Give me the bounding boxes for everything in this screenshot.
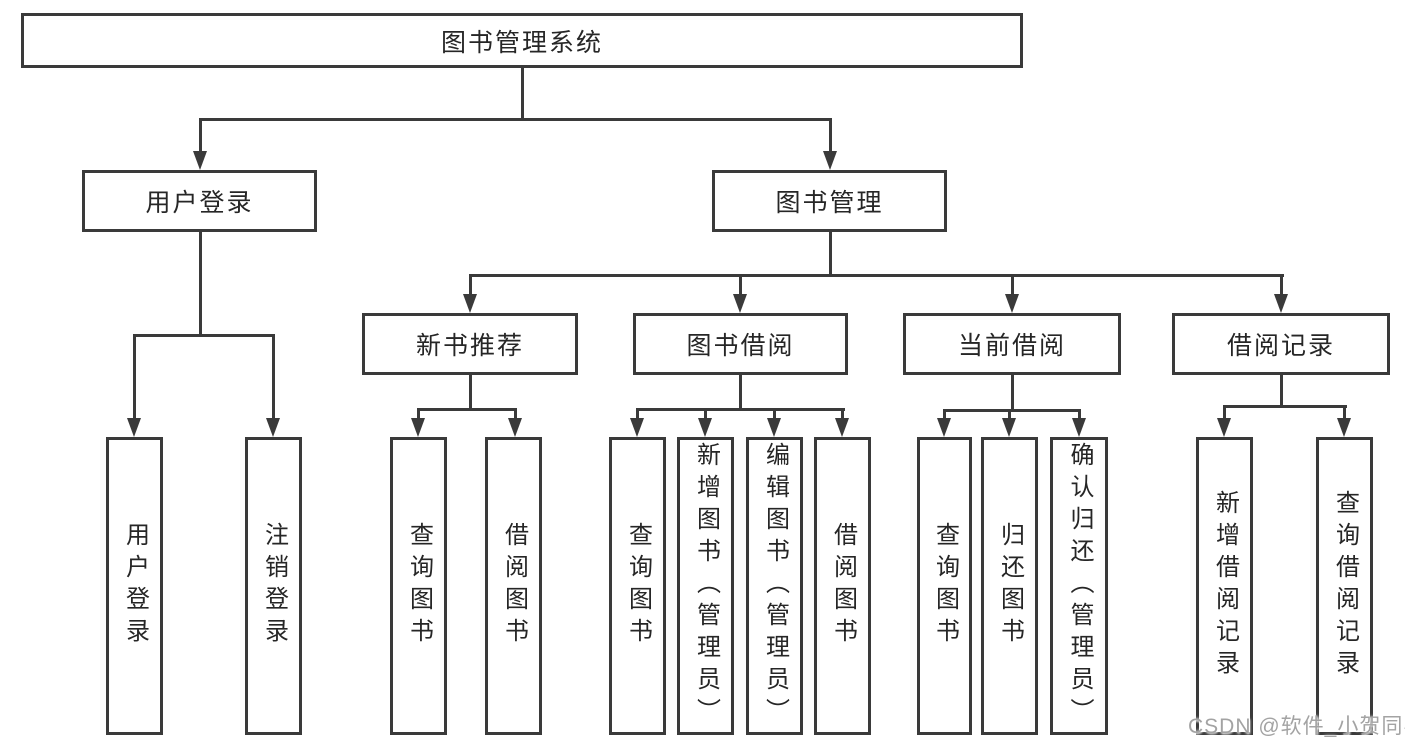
leaf-edit-books-admin: 编辑图书（管理员）: [746, 437, 803, 735]
connector-line: [943, 410, 946, 421]
leaf-label: 查询图书: [624, 522, 652, 650]
connector-line: [199, 118, 832, 121]
connector-line: [469, 375, 472, 409]
leaf-label: 归还图书: [996, 522, 1024, 650]
connector-line: [636, 408, 845, 411]
arrowhead-icon: [463, 294, 477, 313]
arrowhead-icon: [1005, 294, 1019, 313]
leaf-label: 借阅图书: [829, 522, 857, 650]
leaf-query-borrow-record: 查询借阅记录: [1316, 437, 1373, 735]
arrowhead-icon: [1072, 418, 1086, 437]
node-user-login: 用户登录: [82, 170, 317, 232]
arrowhead-icon: [127, 418, 141, 437]
arrowhead-icon: [767, 418, 781, 437]
connector-line: [739, 375, 742, 409]
connector-line: [704, 409, 707, 421]
leaf-query-books-borrowing: 查询图书: [609, 437, 666, 735]
arrowhead-icon: [1274, 294, 1288, 313]
connector-line: [1008, 410, 1011, 421]
connector-line: [1343, 406, 1346, 421]
connector-line: [469, 274, 1284, 277]
leaf-add-borrow-record: 新增借阅记录: [1196, 437, 1253, 735]
connector-line: [417, 409, 420, 421]
node-label: 当前借阅: [957, 332, 1066, 360]
node-borrowing-records: 借阅记录: [1172, 313, 1390, 375]
connector-line: [943, 409, 1081, 412]
node-book-management: 图书管理: [712, 170, 947, 232]
arrowhead-icon: [1217, 418, 1231, 437]
connector-line: [1078, 410, 1081, 421]
leaf-label: 查询图书: [405, 522, 433, 650]
arrowhead-icon: [823, 151, 837, 170]
connector-line: [841, 409, 844, 421]
leaf-query-books-current: 查询图书: [917, 437, 972, 735]
connector-line: [469, 275, 472, 297]
connector-line: [1223, 406, 1226, 421]
arrowhead-icon: [630, 418, 644, 437]
leaf-logout: 注销登录: [245, 437, 302, 735]
leaf-label: 新增借阅记录: [1211, 490, 1239, 682]
leaf-return-books: 归还图书: [981, 437, 1038, 735]
node-library-management-system: 图书管理系统: [21, 13, 1023, 68]
connector-line: [1011, 375, 1014, 410]
connector-line: [1280, 275, 1283, 297]
connector-line: [521, 68, 524, 119]
arrowhead-icon: [937, 418, 951, 437]
arrowhead-icon: [1002, 418, 1016, 437]
node-label: 新书推荐: [415, 332, 524, 360]
leaf-label: 编辑图书（管理员）: [761, 442, 789, 730]
connector-line: [739, 275, 742, 297]
connector-line: [417, 408, 517, 411]
connector-line: [1280, 375, 1283, 406]
leaf-borrow-books: 借阅图书: [814, 437, 871, 735]
connector-line: [272, 335, 275, 421]
leaf-label: 查询图书: [931, 522, 959, 650]
leaf-add-books-admin: 新增图书（管理员）: [677, 437, 734, 735]
leaf-label: 新增图书（管理员）: [692, 442, 720, 730]
connector-line: [1223, 405, 1347, 408]
node-label: 借阅记录: [1226, 332, 1335, 360]
leaf-confirm-return-admin: 确认归还（管理员）: [1050, 437, 1108, 735]
arrowhead-icon: [698, 418, 712, 437]
connector-line: [133, 335, 136, 421]
leaf-user-login: 用户登录: [106, 437, 163, 735]
node-label: 图书管理系统: [440, 28, 603, 57]
connector-line: [199, 232, 202, 335]
leaf-label: 用户登录: [121, 522, 149, 650]
node-current-borrowing: 当前借阅: [903, 313, 1121, 375]
arrowhead-icon: [835, 418, 849, 437]
connector-line: [829, 232, 832, 275]
leaf-label: 借阅图书: [500, 522, 528, 650]
connector-line: [636, 409, 639, 421]
node-book-borrowing: 图书借阅: [633, 313, 848, 375]
connector-line: [1011, 275, 1014, 297]
arrowhead-icon: [193, 151, 207, 170]
node-label: 图书管理: [775, 189, 884, 217]
arrowhead-icon: [508, 418, 522, 437]
arrowhead-icon: [266, 418, 280, 437]
node-label: 图书借阅: [686, 332, 795, 360]
connector-line: [773, 409, 776, 421]
csdn-watermark: CSDN @软件_小贺同学: [1188, 715, 1405, 738]
connector-line: [133, 334, 275, 337]
leaf-query-books-recommend: 查询图书: [390, 437, 447, 735]
connector-line: [199, 119, 202, 155]
leaf-borrow-books-recommend: 借阅图书: [485, 437, 542, 735]
leaf-label: 确认归还（管理员）: [1066, 442, 1093, 730]
arrowhead-icon: [1337, 418, 1351, 437]
leaf-label: 查询借阅记录: [1331, 490, 1359, 682]
node-new-book-recommendation: 新书推荐: [362, 313, 578, 375]
connector-line: [514, 409, 517, 421]
node-label: 用户登录: [145, 189, 254, 217]
connector-line: [829, 119, 832, 155]
leaf-label: 注销登录: [260, 522, 288, 650]
arrowhead-icon: [733, 294, 747, 313]
arrowhead-icon: [411, 418, 425, 437]
